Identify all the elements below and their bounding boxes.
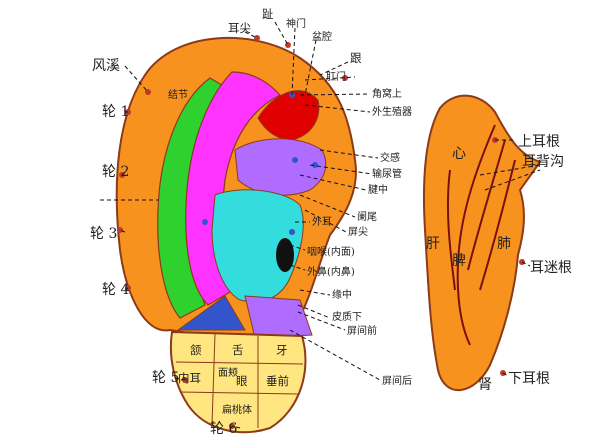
label-yanhou: 咽喉(内面): [307, 245, 355, 258]
label-lobe-biantaoti: 扁桃体: [222, 403, 252, 416]
back-ear-veins: [446, 124, 516, 346]
label-lun5: 轮 5: [152, 370, 179, 386]
inner-acupoint-dots: [202, 92, 318, 235]
label-lun6: 轮 6: [210, 421, 237, 437]
label-jiaowoshang: 角窝上: [372, 87, 402, 100]
label-lobe-she: 舌: [232, 343, 244, 357]
ear-canal-shape: [276, 238, 294, 272]
label-lun4: 轮 4: [102, 282, 129, 298]
ear-antitragus-shape: [176, 295, 246, 331]
top-leader-lines: [244, 21, 349, 96]
label-waier: 外耳: [312, 216, 332, 228]
label-back-fei: 肺: [497, 236, 511, 252]
left-leader-lines: [100, 65, 241, 429]
label-lobe-yan: 眼: [236, 374, 248, 388]
ear-triangular-fossa-shape: [257, 90, 320, 141]
label-waishengzhiqi: 外生殖器: [372, 105, 412, 118]
right-leader-lines: [289, 76, 381, 381]
label-pingjianhou: 屏间后: [382, 374, 412, 387]
ear-cymba-shape: [234, 138, 327, 196]
label-ermigen: 耳迷根: [530, 260, 572, 276]
label-pingjian: 屏尖: [348, 225, 368, 238]
label-penqiang: 盆腔: [312, 30, 332, 43]
label-lobe-han: 颔: [190, 343, 202, 357]
label-shenmen: 神门: [286, 17, 306, 30]
label-jianzhong: 腱中: [368, 183, 388, 196]
ear-tragus-shape: [244, 295, 313, 339]
label-lun1: 轮 1: [102, 104, 129, 120]
label-gen: 跟: [350, 51, 362, 65]
label-jiaogan: 交感: [380, 151, 400, 164]
label-lobe-ya: 牙: [276, 343, 288, 357]
label-lun3: 轮 3: [90, 226, 117, 242]
label-pingjianqian: 屏间前: [347, 324, 377, 337]
label-erjian: 耳尖: [228, 21, 251, 35]
back-ear-shape: [422, 94, 542, 391]
ear-lobe-shape: [169, 330, 307, 434]
label-shuniaoguan: 输尿管: [372, 167, 402, 180]
label-jiejie: 结节: [168, 88, 188, 101]
label-lobe-neier: 内耳: [178, 371, 201, 385]
label-waibi: 外鼻(内鼻): [307, 265, 355, 278]
label-zhi: 趾: [262, 7, 274, 21]
label-fengxi: 风溪: [92, 58, 120, 74]
label-erbeigou: 耳背沟: [522, 154, 564, 170]
label-lobe-chuiqian: 垂前: [266, 374, 289, 388]
back-leader-lines: [479, 139, 541, 377]
label-xiaergen: 下耳根: [508, 371, 550, 387]
label-back-pi: 脾: [452, 253, 466, 269]
label-lun2: 轮 2: [102, 164, 129, 180]
label-back-shen: 肾: [478, 377, 492, 393]
label-yuanzhong: 缘中: [332, 288, 352, 301]
label-shangergen: 上耳根: [518, 134, 560, 150]
label-lobe-mianjia: 面颊: [218, 366, 238, 379]
ear-lobe-grid: [175, 333, 304, 428]
label-pizhixia: 皮质下: [332, 310, 362, 323]
label-lanwei: 阑尾: [357, 210, 377, 223]
label-back-xin: 心: [452, 146, 466, 162]
ear-concha-shape: [211, 189, 304, 303]
helix-acupoint-dots: [117, 35, 348, 429]
label-back-gan: 肝: [426, 236, 440, 252]
label-gangmen: 肛门: [326, 70, 346, 83]
